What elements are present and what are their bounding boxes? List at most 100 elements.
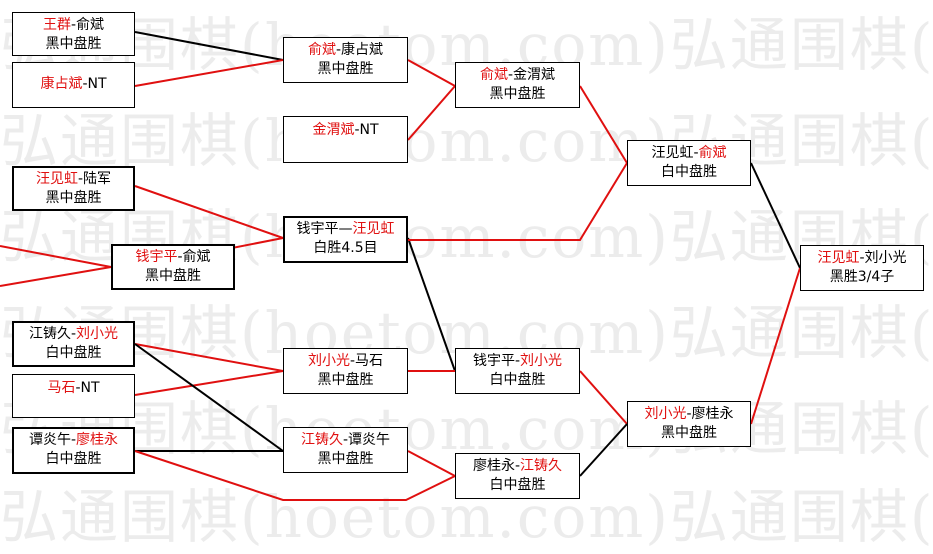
connector bbox=[134, 59, 284, 87]
separator: - bbox=[342, 432, 349, 448]
player-a: 汪见虹 bbox=[651, 145, 694, 161]
match-result: 黑中盘胜 bbox=[317, 61, 374, 77]
match-box-r1-5: 江铸久-刘小光 白中盘胜 bbox=[12, 321, 135, 367]
player-a: 钱宇平 bbox=[296, 221, 339, 237]
separator: - bbox=[354, 122, 360, 138]
connector bbox=[750, 162, 801, 269]
player-a: 康占斌 bbox=[40, 76, 83, 92]
separator: - bbox=[335, 42, 342, 58]
match-players: 钱宇平-俞斌 bbox=[113, 248, 233, 267]
separator: — bbox=[338, 221, 353, 237]
separator: - bbox=[349, 353, 356, 369]
player-b: 汪见虹 bbox=[352, 221, 395, 237]
connector bbox=[579, 423, 628, 477]
player-b: 刘小光 bbox=[76, 326, 119, 342]
player-b: 陆军 bbox=[83, 171, 112, 187]
player-b: 刘小光 bbox=[520, 353, 563, 369]
match-box-r3-1: 俞斌-金渭斌 黑中盘胜 bbox=[455, 62, 580, 108]
separator: - bbox=[75, 380, 81, 396]
match-result: 黑中盘胜 bbox=[145, 268, 201, 284]
match-result: 白中盘胜 bbox=[45, 451, 102, 467]
match-players: 俞斌-金渭斌 bbox=[456, 66, 579, 85]
player-b: NT bbox=[80, 380, 100, 396]
match-box-r2-1: 俞斌-康占斌 黑中盘胜 bbox=[283, 37, 408, 83]
match-players: 钱宇平—汪见虹 bbox=[285, 220, 406, 239]
player-a: 刘小光 bbox=[644, 406, 687, 422]
match-players: 钱宇平-刘小光 bbox=[456, 352, 579, 371]
match-box-final: 汪见虹-刘小光 黑胜3/4子 bbox=[800, 245, 924, 291]
separator: - bbox=[70, 326, 77, 342]
connector bbox=[579, 370, 628, 425]
connector bbox=[407, 450, 456, 477]
match-result: 黑中盘胜 bbox=[317, 451, 374, 467]
player-b: 俞斌 bbox=[182, 249, 211, 265]
match-players: 马石-NT bbox=[13, 379, 134, 398]
match-result: 黑中盘胜 bbox=[45, 36, 102, 52]
separator: - bbox=[82, 76, 88, 92]
match-box-r3-2: 钱宇平-刘小光 白中盘胜 bbox=[455, 348, 580, 394]
connector bbox=[750, 267, 801, 425]
separator: - bbox=[70, 17, 77, 33]
connector bbox=[134, 370, 284, 396]
match-players: 金渭斌-NT bbox=[284, 121, 407, 140]
match-result: 白中盘胜 bbox=[45, 345, 102, 361]
connector bbox=[134, 450, 456, 501]
match-result: 白中盘胜 bbox=[489, 477, 546, 493]
match-result: 白中盘胜 bbox=[489, 372, 546, 388]
match-result: 白胜4.5目 bbox=[313, 240, 378, 256]
match-players: 汪见虹-陆军 bbox=[14, 170, 133, 189]
match-players: 刘小光-马石 bbox=[284, 352, 407, 371]
player-a: 廖桂永 bbox=[472, 458, 515, 474]
connector bbox=[134, 31, 284, 61]
match-result: 黑中盘胜 bbox=[317, 372, 374, 388]
player-b: 康占斌 bbox=[341, 42, 384, 58]
player-b: NT bbox=[87, 76, 107, 92]
match-players: 俞斌-康占斌 bbox=[284, 41, 407, 60]
match-players: 康占斌-NT bbox=[13, 75, 134, 94]
player-b: 马石 bbox=[355, 353, 384, 369]
player-a: 马石 bbox=[47, 380, 76, 396]
connector bbox=[134, 185, 284, 239]
separator: - bbox=[693, 145, 699, 161]
match-players: 汪见虹-俞斌 bbox=[628, 144, 750, 163]
separator: - bbox=[514, 353, 521, 369]
player-a: 江铸久 bbox=[300, 432, 343, 448]
separator: - bbox=[70, 432, 77, 448]
match-box-r2-2: 金渭斌-NT bbox=[283, 116, 408, 163]
connector bbox=[579, 85, 628, 164]
match-box-r1-6: 马石-NT bbox=[12, 374, 135, 418]
match-players: 谭炎午-廖桂永 bbox=[14, 431, 133, 450]
connector bbox=[407, 59, 456, 87]
match-box-r4-1: 汪见虹-俞斌 白中盘胜 bbox=[627, 140, 751, 186]
connector bbox=[407, 237, 456, 372]
connector bbox=[407, 85, 456, 141]
connector bbox=[134, 343, 284, 452]
player-b: 廖桂永 bbox=[691, 406, 734, 422]
player-a: 汪见虹 bbox=[35, 171, 78, 187]
match-box-r1-4: 钱宇平-俞斌 黑中盘胜 bbox=[111, 244, 235, 290]
match-box-r3-3: 廖桂永-江铸久 白中盘胜 bbox=[455, 453, 580, 499]
match-box-r2-3: 钱宇平—汪见虹 白胜4.5目 bbox=[283, 216, 408, 263]
separator: - bbox=[859, 250, 865, 266]
connector bbox=[134, 343, 284, 372]
match-result: 黑胜3/4子 bbox=[829, 269, 895, 285]
match-players: 廖桂永-江铸久 bbox=[456, 457, 579, 476]
watermark-line: 弘通围棋(hoetom.com)弘通围棋(hoetom.com) bbox=[0, 107, 933, 175]
separator: - bbox=[77, 171, 84, 187]
separator: - bbox=[507, 67, 514, 83]
match-box-r2-4: 刘小光-马石 黑中盘胜 bbox=[283, 348, 408, 394]
connector bbox=[0, 266, 112, 287]
bracket-connectors bbox=[0, 31, 801, 501]
connector bbox=[0, 245, 112, 268]
player-b: 金渭斌 bbox=[513, 67, 556, 83]
separator: - bbox=[514, 458, 521, 474]
connector bbox=[408, 162, 628, 241]
player-a: 王群 bbox=[42, 17, 71, 33]
match-result: 黑中盘胜 bbox=[489, 86, 546, 102]
player-a: 钱宇平 bbox=[135, 249, 178, 265]
match-result: 黑中盘胜 bbox=[45, 190, 102, 206]
player-b: 刘小光 bbox=[864, 250, 907, 266]
player-a: 刘小光 bbox=[307, 353, 350, 369]
player-b: 俞斌 bbox=[698, 145, 727, 161]
player-b: 俞斌 bbox=[76, 17, 105, 33]
